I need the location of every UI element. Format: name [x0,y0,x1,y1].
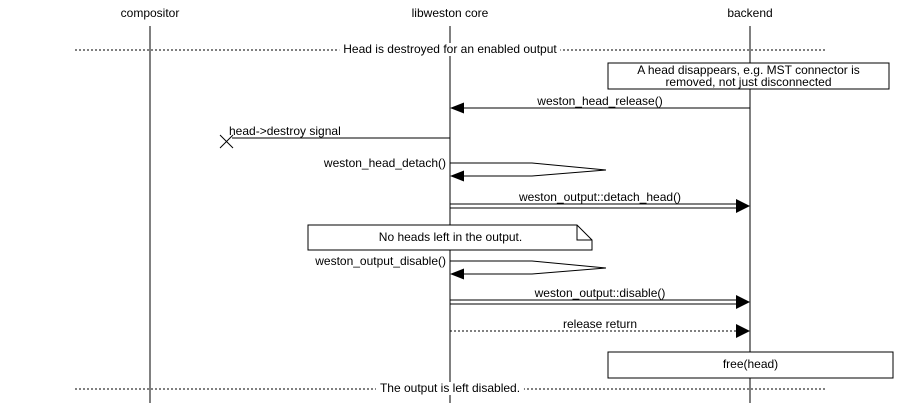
message-label-release-return: release return [562,317,638,331]
entity-label-libweston-core: libweston core [411,6,489,20]
lost-message-cross-icon [219,134,234,149]
message-label-head-release: weston_head_release() [537,94,663,108]
self-call-arrow-disable [463,267,607,275]
arrowhead-left-icon [450,170,464,182]
divider-label-top: Head is destroyed for an enabled output [339,43,561,56]
message-label-output-disable: weston_output::disable() [534,286,666,300]
message-label-head-detach: weston_head_detach() [323,156,446,170]
action-text-free-head: free(head) [722,357,779,371]
note-shape-no-heads [307,224,593,251]
message-label-destroy-signal: head->destroy signal [229,124,341,138]
note-box-head-disappears [607,62,890,90]
arrowhead-right-icon [736,295,750,309]
arrowhead-left-icon [450,102,464,114]
arrowhead-right-icon [736,324,750,338]
note-fold-icon [576,225,592,241]
note-text-line: A head disappears, e.g. MST connector is [637,63,860,77]
self-call-arrow-detach [463,169,607,177]
note-text-head-disappears: A head disappears, e.g. MST connector is… [608,64,889,88]
self-call-arrow-detach [450,162,607,171]
note-text-no-heads: No heads left in the output. [378,230,523,244]
arrowhead-left-icon [450,268,464,280]
divider-label-bottom: The output is left disabled. [375,382,525,395]
self-call-arrow-disable [450,260,607,269]
note-text-line: removed, not just disconnected [665,75,832,89]
arrowhead-right-icon [736,199,750,213]
entity-label-compositor: compositor [120,6,180,20]
message-label-output-disable-call: weston_output_disable() [315,254,446,268]
action-box-free-head [607,351,894,379]
entity-label-backend: backend [727,6,773,20]
message-label-detach-head: weston_output::detach_head() [518,190,682,204]
